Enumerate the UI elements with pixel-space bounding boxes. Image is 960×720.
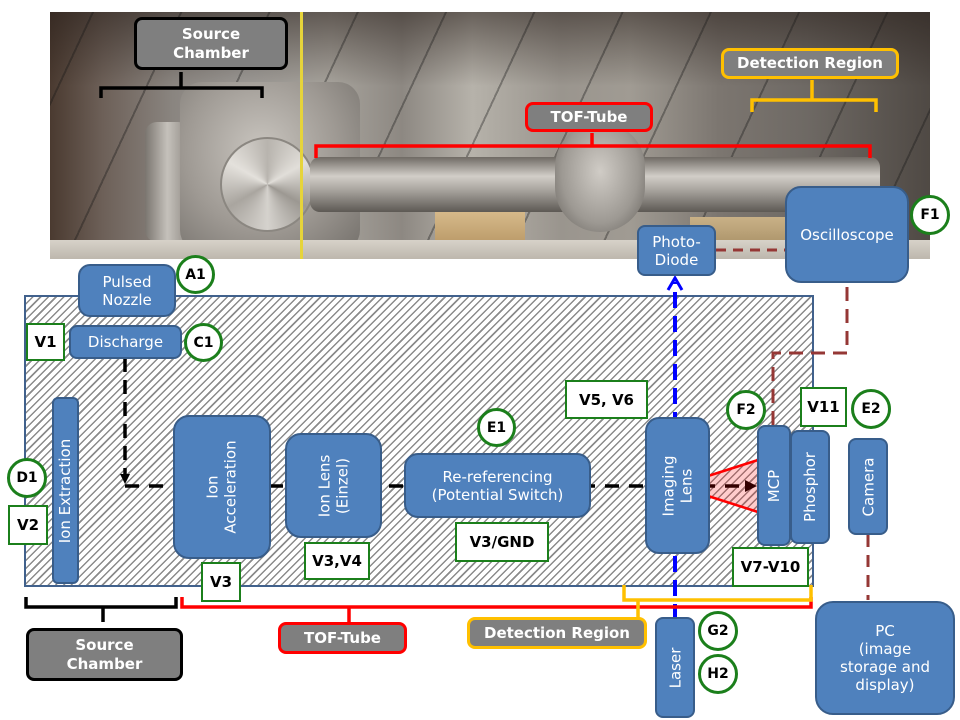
tag-h2: H2 xyxy=(698,654,738,694)
ion-extraction: Ion Extraction xyxy=(52,397,79,584)
label-detection-region: Detection Region xyxy=(467,617,647,649)
mcp: MCP xyxy=(757,425,791,546)
voltage-v3: V3 xyxy=(201,562,241,602)
camera: Camera xyxy=(848,438,888,535)
pc: PC (image storage and display) xyxy=(815,601,955,715)
voltage-v1: V1 xyxy=(26,323,65,361)
pulsed-nozzle: Pulsed Nozzle xyxy=(78,264,176,317)
tag-f2: F2 xyxy=(726,390,766,430)
imaging-lens: Imaging Lens xyxy=(645,417,710,554)
oscilloscope: Oscilloscope xyxy=(785,186,909,283)
tag-c1: C1 xyxy=(184,323,223,362)
tag-f1: F1 xyxy=(910,195,950,235)
voltage-v5-v6: V5, V6 xyxy=(565,380,648,419)
laser-arrowhead xyxy=(666,275,684,291)
photo-diode: Photo- Diode xyxy=(637,225,716,276)
photo-label-source-chamber: Source Chamber xyxy=(134,17,288,70)
label-tof-tube: TOF-Tube xyxy=(278,622,407,654)
ion-acceleration-label: Ion Acceleration xyxy=(204,440,240,534)
camera-label: Camera xyxy=(859,457,877,516)
mcp-label: MCP xyxy=(765,469,783,502)
phosphor-label: Phosphor xyxy=(801,452,820,522)
voltage-v7-v10: V7-V10 xyxy=(732,547,809,587)
voltage-v3-gnd: V3/GND xyxy=(455,522,549,562)
photo-viewport xyxy=(220,137,315,232)
tag-e1: E1 xyxy=(477,408,516,447)
laser: Laser xyxy=(655,617,695,718)
ion-lens-label: Ion Lens (Einzel) xyxy=(315,454,352,517)
label-source-chamber: Source Chamber xyxy=(26,628,183,681)
photo-label-detection-region: Detection Region xyxy=(721,48,899,79)
photo-cross-fitting xyxy=(555,122,645,232)
discharge: Discharge xyxy=(69,325,182,359)
phosphor: Phosphor xyxy=(790,430,830,544)
ion-lens: Ion Lens (Einzel) xyxy=(285,433,382,538)
tag-e2: E2 xyxy=(851,389,891,429)
imaging-lens-label: Imaging Lens xyxy=(659,455,696,516)
voltage-v3-v4: V3,V4 xyxy=(304,542,370,580)
ion-extraction-label: Ion Extraction xyxy=(56,438,75,543)
voltage-v2: V2 xyxy=(8,505,48,545)
re-referencing: Re-referencing (Potential Switch) xyxy=(404,453,591,518)
ion-acceleration: Ion Acceleration xyxy=(173,415,271,559)
voltage-v11: V11 xyxy=(800,387,847,427)
tag-g2: G2 xyxy=(698,611,738,651)
photo-fiber xyxy=(300,12,303,259)
laser-label: Laser xyxy=(666,647,685,688)
bracket-source-chamber xyxy=(24,597,178,622)
tag-a1: A1 xyxy=(176,255,215,294)
tag-d1: D1 xyxy=(7,458,47,498)
photo-label-tof-tube: TOF-Tube xyxy=(525,102,653,132)
